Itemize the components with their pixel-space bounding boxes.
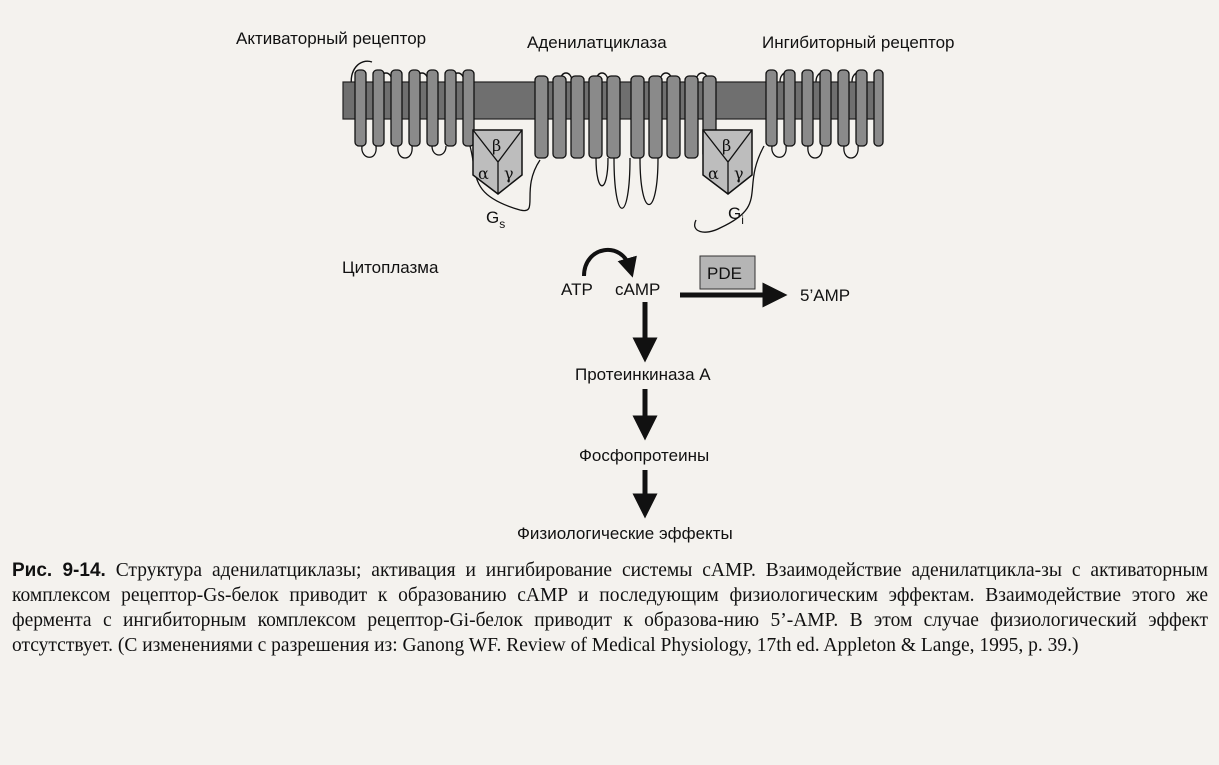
label-gs: Gs [486,208,505,231]
label-activating-receptor: Активаторный рецептор [236,29,426,48]
figure-caption: Рис. 9-14. Структура аденилатциклазы; ак… [12,558,1208,658]
label-adenylate-cyclase: Аденилатциклаза [527,33,667,52]
inhibitory-receptor [765,69,884,147]
gs-alpha-subunit: α [478,164,489,183]
label-5amp: 5’AMP [800,286,850,305]
gs-protein: β α γ Gs [472,129,523,231]
figure-number: Рис. 9-14. [12,560,106,581]
label-inhibitory-receptor: Ингибиторный рецептор [762,33,955,52]
gs-beta-subunit: β [492,136,501,155]
label-physiological-effects: Физиологические эффекты [517,524,733,543]
label-phosphoproteins: Фосфопротеины [579,446,709,465]
gi-alpha-subunit: α [708,164,719,183]
label-cytoplasm: Цитоплазма [342,258,439,277]
label-pde: PDE [707,264,742,283]
gs-gamma-subunit: γ [504,164,514,183]
activating-receptor [354,69,475,147]
gi-gamma-subunit: γ [734,164,744,183]
label-camp: cAMP [615,280,660,299]
gi-protein: β α γ Gi [702,129,753,227]
camp-signaling-diagram: Активаторный рецептор Аденилатциклаза Ин… [236,29,955,543]
label-protein-kinase-a: Протеинкиназа А [575,365,711,384]
pde-box [699,255,756,290]
intracellular-loops [361,145,859,233]
gi-beta-subunit: β [722,136,731,155]
label-gi: Gi [728,204,744,227]
label-atp: ATP [561,280,593,299]
caption-text: Структура аденилатциклазы; активация и и… [12,560,1208,656]
atp-to-camp-arrow [582,248,637,278]
